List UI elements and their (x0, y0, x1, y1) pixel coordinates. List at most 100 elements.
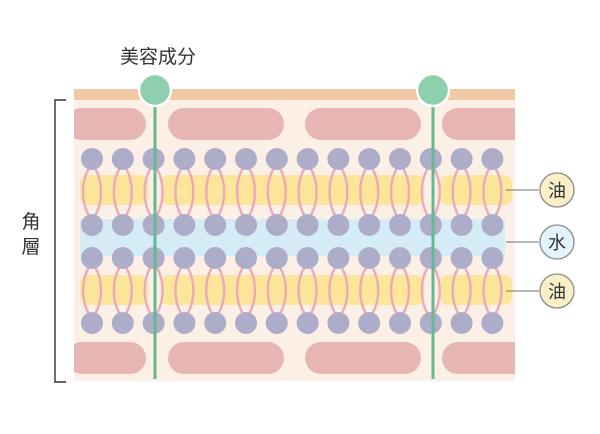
lipid-tail (205, 266, 214, 315)
lipid-tail (359, 167, 368, 217)
lipid-head (389, 148, 411, 170)
lipid-tail (217, 266, 226, 315)
corneocyte-cell (442, 108, 515, 140)
lipid-head (235, 214, 257, 236)
lipid-tails (81, 167, 503, 315)
lipid-head (173, 148, 196, 170)
oil-top-label: 油 (548, 181, 566, 202)
lipid-tail (359, 266, 368, 315)
lipid-tail (205, 167, 214, 217)
lipid-tail (155, 266, 164, 315)
corneocyte-cell (305, 342, 421, 374)
lipid-head (481, 214, 504, 236)
lipid-head (419, 148, 442, 170)
lipid-head (419, 312, 442, 334)
lipid-tail (432, 266, 441, 315)
lipid-tail (309, 167, 318, 217)
lipid-tail (266, 167, 275, 217)
lipid-head (204, 247, 227, 269)
corneocyte-cell (305, 108, 421, 140)
lipid-head (173, 214, 196, 236)
lipid-tail (217, 167, 226, 217)
lipid-head (204, 312, 227, 334)
lipid-head (419, 214, 442, 236)
lipid-tail (112, 266, 121, 315)
lipid-head (481, 148, 504, 170)
oil-layer-segment (161, 175, 424, 205)
lipid-head (204, 148, 227, 170)
lipid-head (327, 247, 350, 269)
lipid-tail (297, 266, 306, 315)
lipid-tail (451, 266, 460, 315)
lipid-head (296, 148, 319, 170)
oil-layer-segment (161, 275, 424, 305)
stratum-label-sou: 層 (21, 236, 40, 258)
lipid-tail (420, 266, 429, 315)
lipid-head (111, 214, 134, 236)
lipid-head (111, 247, 134, 269)
lipid-tail (371, 266, 380, 315)
lipid-tail (186, 167, 195, 217)
lipid-tail (93, 167, 103, 217)
lipid-tail (174, 167, 183, 217)
lipid-tail (309, 266, 318, 315)
corneocyte-row-bottom (74, 342, 515, 374)
lipid-head (296, 312, 319, 334)
corneocyte-row-top (74, 108, 515, 140)
corneocyte-cell (74, 342, 146, 374)
water-label: 水 (548, 233, 566, 254)
lipid-head (327, 148, 350, 170)
lipid-tail (463, 167, 472, 217)
lipid-head (173, 247, 196, 269)
lipid-head (81, 312, 103, 334)
lipid-head (327, 312, 350, 334)
oil-layer-segment (440, 275, 512, 305)
lipid-tail (340, 266, 349, 315)
lipid-tail (401, 167, 411, 217)
lipid-head (450, 214, 473, 236)
water-callout-circle (539, 224, 575, 260)
lipid-tail (328, 266, 337, 315)
lipid-tail (155, 167, 164, 217)
lipid-head (358, 247, 381, 269)
oil-bottom-callout-circle (539, 273, 575, 309)
lipid-head (389, 247, 411, 269)
lipid-head (358, 148, 381, 170)
lipid-head (265, 148, 288, 170)
lipid-tail (235, 167, 245, 217)
oil-bottom-label: 油 (548, 282, 566, 303)
lipid-head (481, 247, 504, 269)
lipid-tail (371, 167, 380, 217)
lipid-head (358, 312, 381, 334)
corneocyte-cell (442, 342, 515, 374)
oil-top-callout-circle (539, 172, 575, 208)
lipid-tail (124, 167, 133, 217)
lipid-tail (432, 167, 441, 217)
lipid-tail (124, 266, 133, 315)
lipid-tail (143, 167, 152, 217)
ingredient-head (415, 72, 451, 108)
lipid-heads (81, 148, 504, 334)
lipid-head (419, 247, 442, 269)
lipid-tail (186, 266, 195, 315)
lipid-tail (247, 167, 257, 217)
lipid-tail (451, 167, 460, 217)
lipid-head (81, 148, 103, 170)
lipid-tail (266, 266, 275, 315)
lipid-tail (482, 167, 491, 217)
lipid-tail (235, 266, 245, 315)
lipid-tail (278, 266, 287, 315)
lipid-tail (494, 167, 503, 217)
lipid-head (265, 214, 288, 236)
lipid-tail (328, 167, 337, 217)
lipid-head (265, 247, 288, 269)
lipid-tail (401, 266, 411, 315)
lipid-tail (278, 167, 287, 217)
lipid-tail (93, 266, 103, 315)
lipid-tail (81, 167, 91, 217)
lipid-head (389, 214, 411, 236)
lipid-head (296, 214, 319, 236)
lipid-head (327, 214, 350, 236)
ingredient-head (137, 72, 173, 108)
